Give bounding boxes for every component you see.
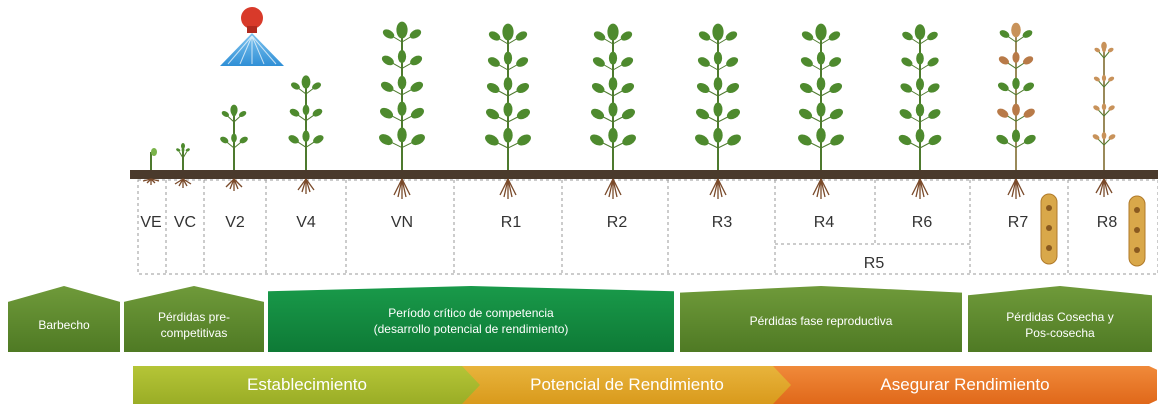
plant-v4 — [288, 75, 324, 194]
stage-label-r6: R6 — [911, 214, 933, 231]
stage-label-v4: V4 — [296, 214, 316, 231]
stage-label-r7: R7 — [1007, 214, 1029, 231]
stage-label-r2: R2 — [606, 214, 628, 231]
stage-label-r4: R4 — [813, 214, 835, 231]
arrow-potencial-rendimiento: Potencial de Rendimiento — [462, 366, 792, 404]
arrow-establecimiento: Establecimiento — [133, 366, 481, 404]
stage-label-vc: VC — [173, 214, 197, 231]
phase-precompetitivas-label: Pérdidas pre-competitivas — [157, 310, 231, 340]
soybean-pod-icon — [1128, 195, 1146, 267]
plant-vc — [174, 143, 192, 188]
stage-label-r1: R1 — [500, 214, 522, 231]
stage-label-r3: R3 — [711, 214, 733, 231]
plant-r1 — [485, 23, 531, 199]
stage-label-r5: R5 — [863, 255, 885, 272]
stage-label-vn: VN — [390, 214, 414, 231]
soybean-pod-icon — [1040, 193, 1058, 265]
stage-label-v2: V2 — [225, 214, 245, 231]
plant-r8 — [1092, 41, 1116, 197]
phase-critico-label: Período crítico de competencia(desarroll… — [373, 306, 569, 336]
phase-perdidas-reproductiva: Pérdidas fase reproductiva — [680, 286, 962, 352]
phase-periodo-critico: Período crítico de competencia(desarroll… — [268, 286, 674, 352]
stage-label-ve: VE — [140, 214, 162, 231]
plant-r7 — [996, 22, 1036, 199]
plant-r2 — [590, 23, 636, 199]
plant-v2 — [220, 104, 248, 191]
soil-strip — [130, 170, 1158, 179]
plant-ve — [142, 148, 160, 185]
plant-r4 — [798, 23, 844, 199]
arrow-asegurar-label: Asegurar Rendimiento — [880, 375, 1050, 394]
plant-r3 — [695, 23, 741, 199]
plant-vn — [379, 21, 425, 199]
phase-barbecho-label: Barbecho — [38, 318, 90, 332]
phase-reproductiva-label: Pérdidas fase reproductiva — [749, 314, 893, 328]
arrow-asegurar-rendimiento: Asegurar Rendimiento — [773, 366, 1157, 404]
arrow-potencial-label: Potencial de Rendimiento — [530, 375, 724, 394]
sprayer-icon — [220, 7, 284, 66]
stage-label-r8: R8 — [1096, 214, 1118, 231]
phase-perdidas-precompetitivas: Pérdidas pre-competitivas — [124, 286, 264, 352]
stage-grid — [137, 179, 1158, 275]
plant-r6 — [898, 24, 942, 199]
arrow-establecimiento-label: Establecimiento — [246, 375, 367, 394]
phase-barbecho: Barbecho — [8, 286, 120, 352]
